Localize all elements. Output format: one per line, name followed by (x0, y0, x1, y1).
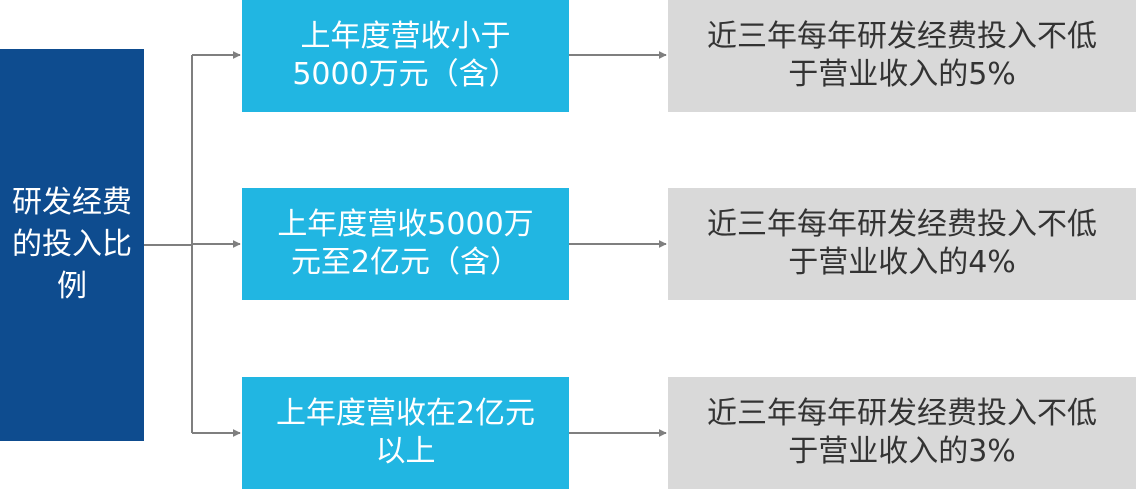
result-label-1: 近三年每年研发经费投入不低 于营业收入的5% (707, 19, 1097, 92)
result-node-3: 近三年每年研发经费投入不低 于营业收入的3% (668, 377, 1136, 489)
condition-label-2: 上年度营收5000万 元至2亿元（含） (277, 207, 534, 280)
condition-label-3: 上年度营收在2亿元 以上 (275, 396, 536, 469)
root-label: 研发经费的投入比例 (12, 185, 132, 304)
result-label-2: 近三年每年研发经费投入不低 于营业收入的4% (707, 207, 1097, 280)
result-label-3: 近三年每年研发经费投入不低 于营业收入的3% (707, 396, 1097, 469)
result-node-2: 近三年每年研发经费投入不低 于营业收入的4% (668, 188, 1136, 300)
condition-label-1: 上年度营收小于 5000万元（含） (292, 19, 519, 92)
condition-node-3: 上年度营收在2亿元 以上 (242, 377, 569, 489)
condition-node-1: 上年度营收小于 5000万元（含） (242, 0, 569, 112)
root-node: 研发经费的投入比例 (0, 49, 144, 441)
result-node-1: 近三年每年研发经费投入不低 于营业收入的5% (668, 0, 1136, 112)
condition-node-2: 上年度营收5000万 元至2亿元（含） (242, 188, 569, 300)
